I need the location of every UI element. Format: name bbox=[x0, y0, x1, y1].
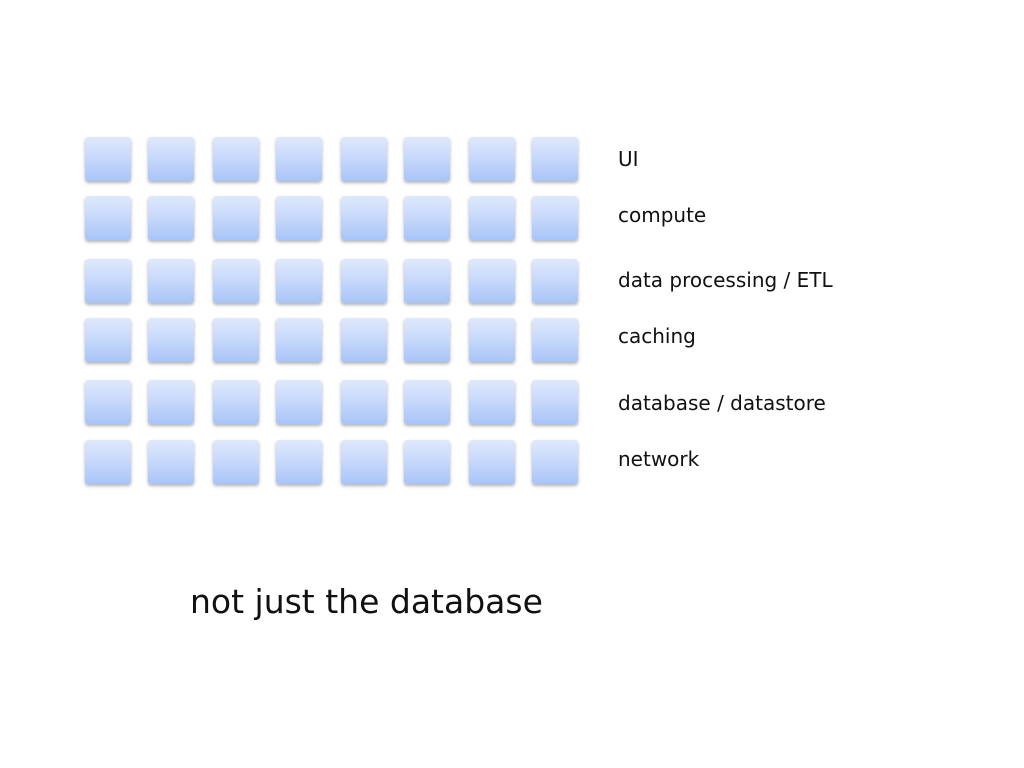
component-tile bbox=[469, 137, 515, 181]
component-tile bbox=[148, 259, 194, 303]
component-tile bbox=[148, 440, 194, 484]
component-tile bbox=[341, 137, 387, 181]
component-tile bbox=[341, 196, 387, 240]
layer-label-network: network bbox=[618, 447, 700, 471]
component-tile bbox=[276, 137, 322, 181]
component-tile bbox=[148, 196, 194, 240]
component-tile bbox=[85, 380, 131, 424]
component-tile bbox=[532, 137, 578, 181]
component-tile bbox=[213, 440, 259, 484]
layer-label-compute: compute bbox=[618, 203, 707, 227]
component-tile bbox=[532, 259, 578, 303]
component-tile bbox=[341, 259, 387, 303]
component-tile bbox=[213, 196, 259, 240]
component-tile bbox=[532, 440, 578, 484]
component-tile bbox=[85, 196, 131, 240]
component-tile bbox=[213, 259, 259, 303]
component-tile bbox=[276, 259, 322, 303]
component-tile bbox=[213, 318, 259, 362]
component-tile bbox=[469, 318, 515, 362]
component-tile bbox=[213, 137, 259, 181]
component-tile bbox=[276, 440, 322, 484]
layer-label-ui: UI bbox=[618, 147, 639, 171]
component-tile bbox=[85, 318, 131, 362]
layer-label-database: database / datastore bbox=[618, 391, 826, 415]
component-tile bbox=[404, 380, 450, 424]
component-tile bbox=[148, 380, 194, 424]
component-tile bbox=[532, 318, 578, 362]
component-tile bbox=[469, 196, 515, 240]
component-tile bbox=[469, 259, 515, 303]
component-tile bbox=[276, 380, 322, 424]
component-tile bbox=[341, 318, 387, 362]
component-tile bbox=[85, 259, 131, 303]
component-grid bbox=[0, 0, 600, 500]
component-tile bbox=[404, 196, 450, 240]
component-tile bbox=[404, 259, 450, 303]
component-tile bbox=[148, 137, 194, 181]
component-tile bbox=[532, 196, 578, 240]
component-tile bbox=[85, 137, 131, 181]
component-tile bbox=[341, 380, 387, 424]
slide-caption: not just the database bbox=[190, 582, 543, 621]
component-tile bbox=[469, 380, 515, 424]
component-tile bbox=[276, 318, 322, 362]
component-tile bbox=[404, 440, 450, 484]
component-tile bbox=[469, 440, 515, 484]
layer-label-data-processing: data processing / ETL bbox=[618, 268, 833, 292]
component-tile bbox=[213, 380, 259, 424]
component-tile bbox=[404, 137, 450, 181]
component-tile bbox=[532, 380, 578, 424]
component-tile bbox=[148, 318, 194, 362]
component-tile bbox=[341, 440, 387, 484]
component-tile bbox=[404, 318, 450, 362]
component-tile bbox=[276, 196, 322, 240]
layer-label-caching: caching bbox=[618, 324, 696, 348]
component-tile bbox=[85, 440, 131, 484]
